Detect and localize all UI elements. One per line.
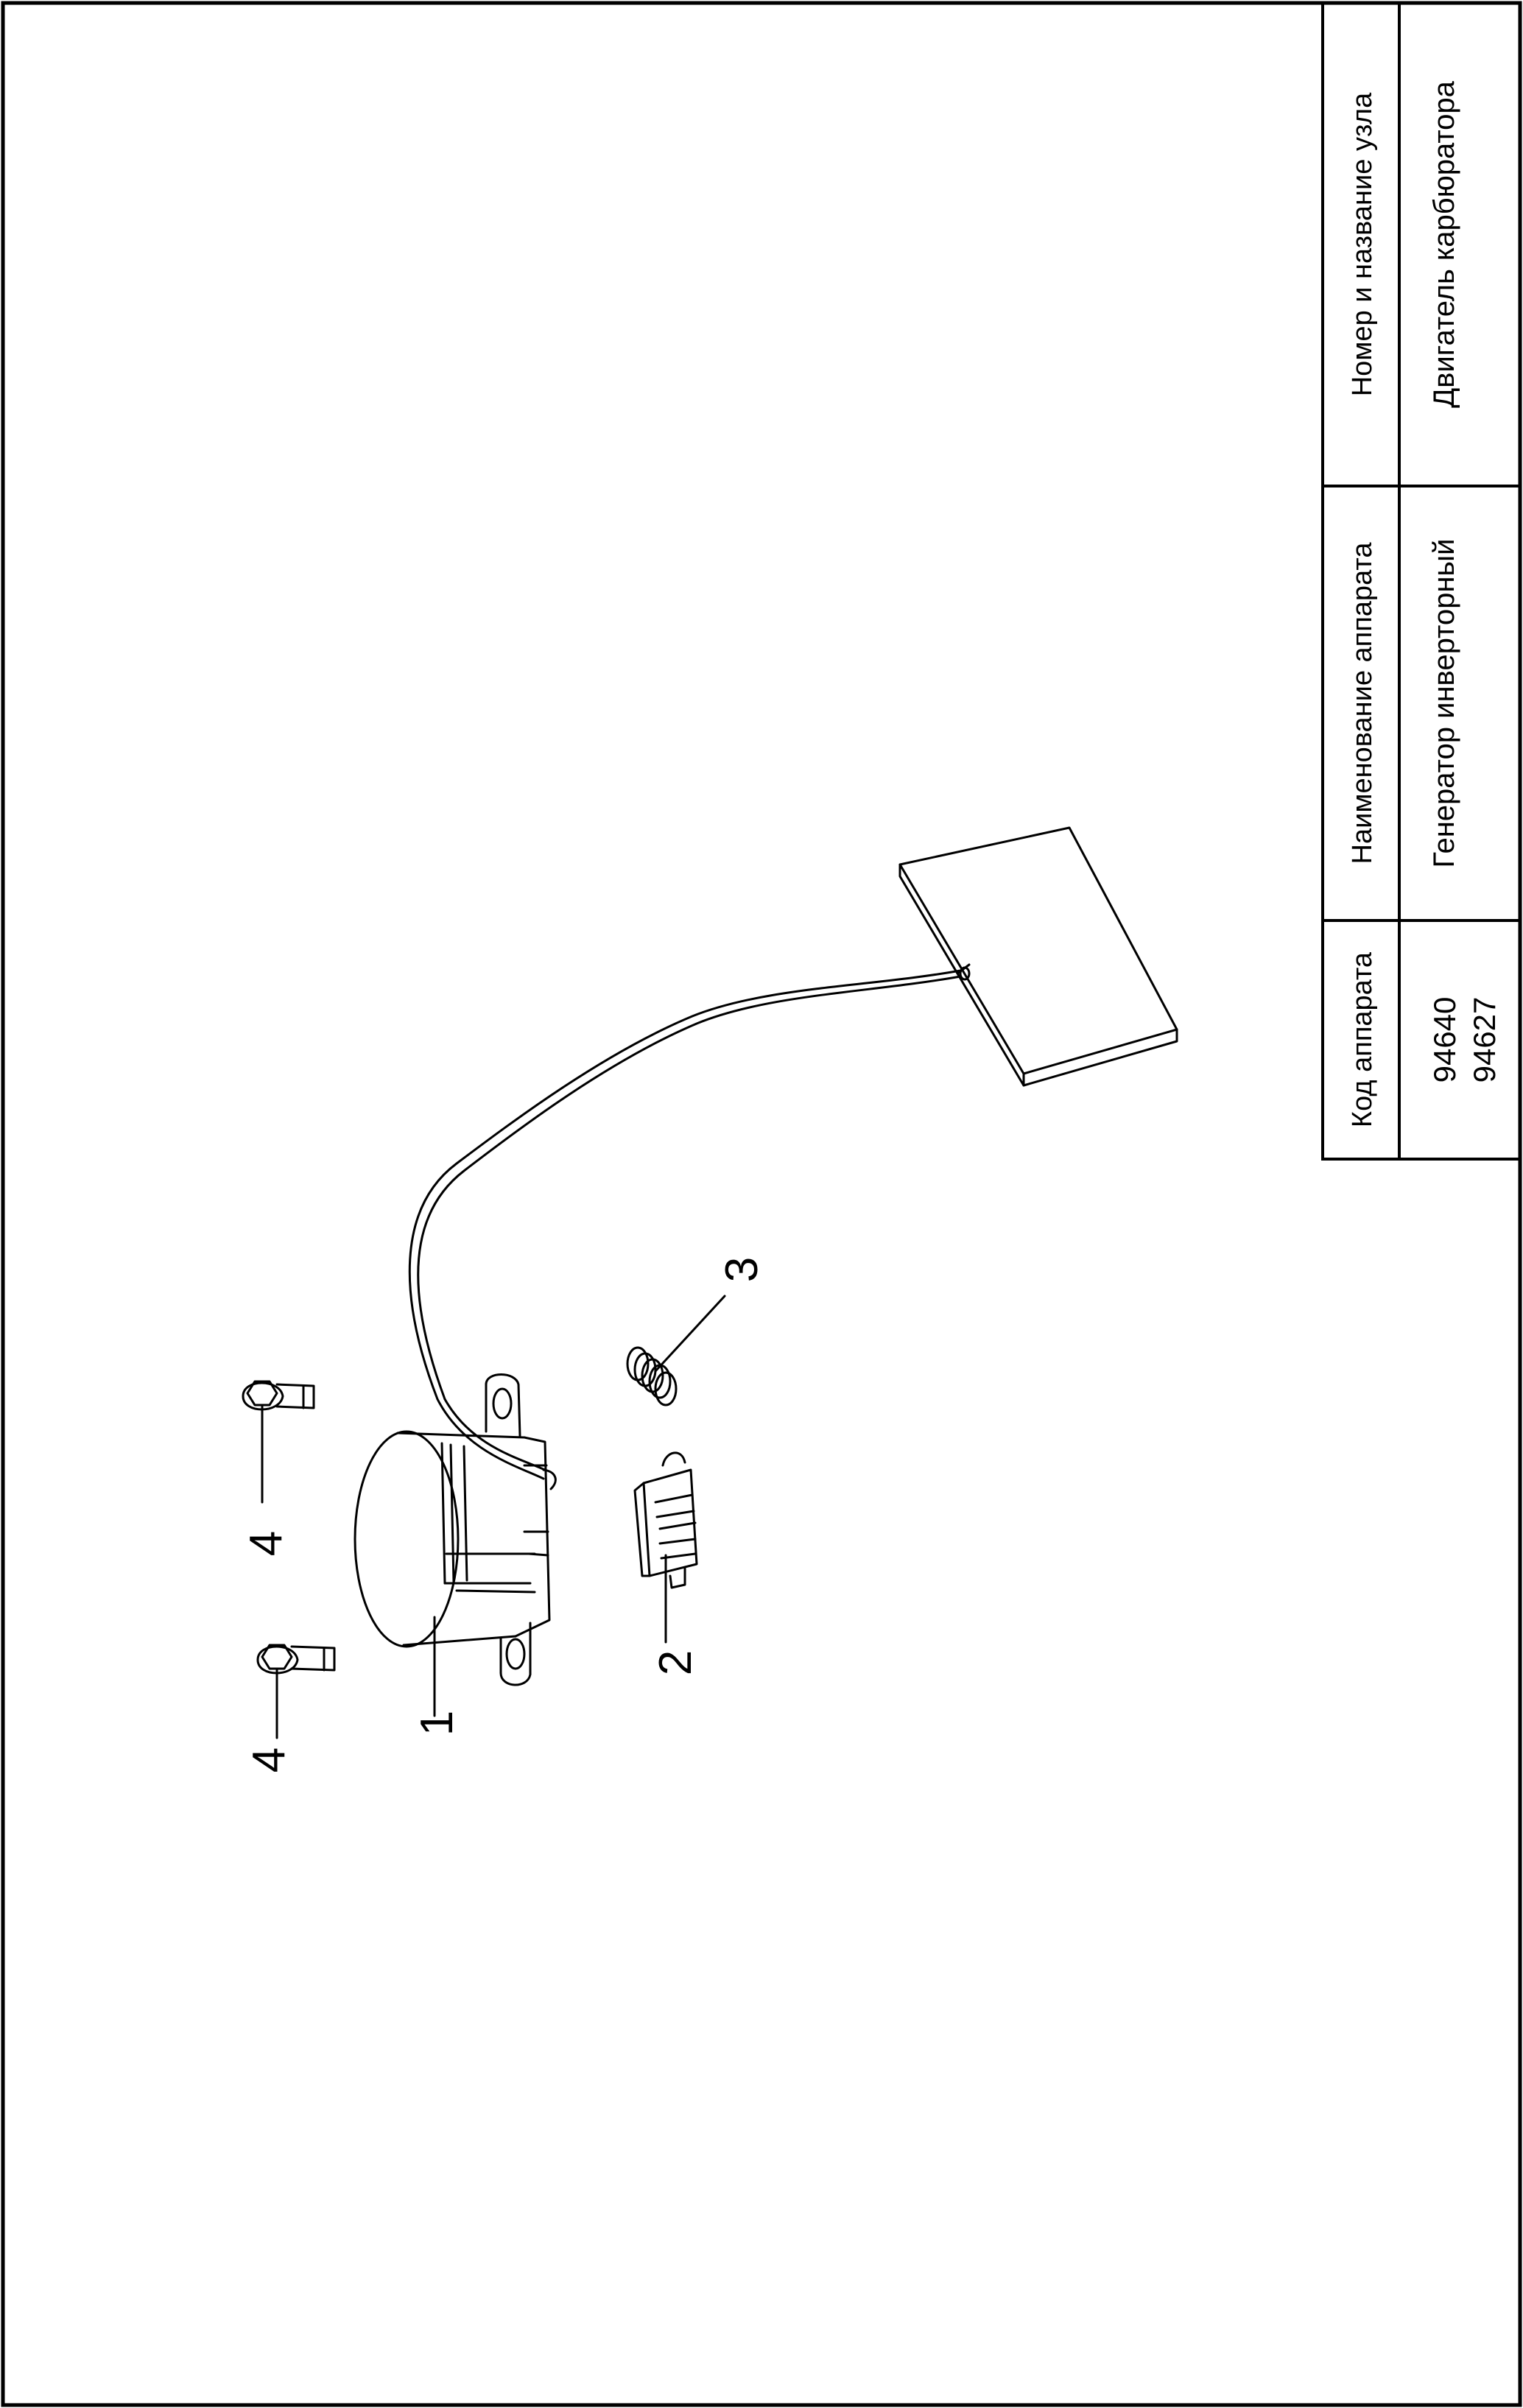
bolt-upper bbox=[242, 1380, 315, 1411]
control-board bbox=[898, 826, 1178, 1087]
callout-4-lower: 4 bbox=[244, 1747, 295, 1772]
bolt-lower bbox=[256, 1644, 336, 1675]
callout-1: 1 bbox=[412, 1711, 462, 1736]
value-device-code-1: 94640 bbox=[1427, 997, 1462, 1083]
header-device-name: Наименование аппарата bbox=[1347, 542, 1378, 865]
callout-3: 3 bbox=[717, 1257, 767, 1282]
clip-bracket bbox=[633, 1451, 698, 1589]
title-block bbox=[1321, 1, 1522, 1161]
header-node: Номер и название узла bbox=[1347, 92, 1378, 396]
value-device-name: Генератор инверторный bbox=[1428, 538, 1460, 867]
motor-body bbox=[354, 1373, 557, 1686]
leader-3 bbox=[654, 1295, 726, 1373]
value-node: Двигатель карбюратора bbox=[1428, 80, 1460, 408]
callout-2: 2 bbox=[650, 1650, 701, 1675]
value-device-code-2: 94627 bbox=[1467, 997, 1502, 1083]
header-device-code: Код аппарата bbox=[1347, 951, 1378, 1127]
callout-4-upper: 4 bbox=[241, 1531, 292, 1556]
